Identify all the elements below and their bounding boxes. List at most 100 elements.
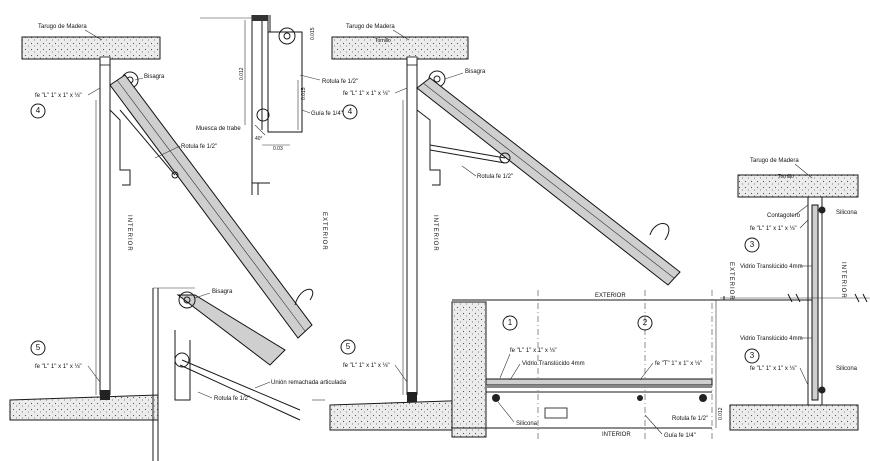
handle-squiggle-mid: [649, 223, 670, 241]
rotula-arm-mid: [429, 149, 506, 164]
frame-profile: [109, 109, 131, 186]
leader-line: [444, 72, 464, 80]
callout-circle: [744, 348, 760, 364]
fe-l-label-plan: fe "L" 1" x 1" x ⅛": [510, 348, 557, 354]
vidrio-label-right-2: Vidrio Translúcido 4mm: [740, 336, 803, 342]
leader-line: [394, 87, 408, 94]
leader-line: [394, 364, 408, 383]
bisagra-label-lower: Bisagra: [212, 289, 233, 295]
leader-line: [197, 391, 213, 399]
angle-line: [254, 124, 266, 136]
callout-circle: [502, 315, 518, 331]
rotula-label-plan: Rotula fe 1/2": [672, 416, 708, 422]
leader-line: [794, 163, 813, 179]
bisagra-label-mid: Bisagra: [465, 69, 486, 75]
callout-circle: [342, 104, 358, 120]
leader-line: [639, 362, 654, 381]
leader-line: [301, 109, 311, 114]
dim-0012b: 0.012: [718, 407, 724, 420]
callout-number: 5: [346, 342, 351, 351]
silicone-bead: [699, 394, 707, 402]
exterior-label-right: EXTERIOR: [728, 262, 734, 301]
leader-line: [254, 381, 271, 389]
leader-line: [644, 414, 663, 435]
lower-bracket: [174, 330, 191, 401]
rotula-pivot: [171, 171, 179, 179]
vidrio-label-plan: Vidrio Translúcido 4mm: [522, 361, 585, 367]
tornillo-label: Tornillo: [375, 38, 391, 44]
leader-line: [509, 363, 521, 381]
silicone-bead: [818, 206, 826, 214]
leader-line: [87, 87, 101, 96]
wood-plug-mid: [406, 56, 418, 66]
lower-hinge-detail: Bisagra Unión remachada articulada Rotul…: [152, 287, 347, 461]
leader-line: [299, 74, 321, 81]
callout-number: 1: [508, 318, 513, 327]
rotula-label: Rotula fe 1/2": [181, 144, 217, 150]
tornillo-label-right: Tornillo: [778, 174, 794, 180]
plan-bracket: [544, 407, 568, 419]
exterior-label: EXTERIOR: [321, 212, 327, 251]
guia-label: Guía fe 1/4": [311, 111, 343, 117]
callout-number: 4: [36, 106, 41, 115]
lower-arm: [181, 359, 301, 411]
rotula-arm-mid: [429, 144, 506, 159]
leader-line: [794, 204, 809, 216]
silicona-label-top: Silicona: [836, 210, 858, 216]
contagotero-label: Contagotero: [767, 213, 801, 219]
lower-hinge-pin: [183, 296, 191, 304]
leader-line: [499, 353, 511, 379]
fe-l-label-mid: fe "L" 1" x 1" x ⅛": [343, 91, 390, 97]
handle-squiggle: [294, 288, 314, 306]
dim-0015b: 0.015: [310, 27, 316, 40]
rotula-pivot-mid: [499, 152, 511, 164]
callout-circle: [30, 103, 46, 119]
frame-profile: [416, 109, 441, 186]
rotula-arm: [119, 109, 176, 176]
sill-plug-left: [100, 390, 110, 400]
silicona-label-bottom: Silicona: [836, 366, 858, 372]
rotula-label-mid: Rotula fe 1/2": [477, 174, 513, 180]
leader-line: [84, 29, 103, 41]
guide-pin: [283, 32, 291, 40]
callout-number: 4: [348, 107, 353, 116]
callout-circle: [340, 339, 356, 355]
lower-arm: [179, 364, 301, 421]
leader-line: [154, 145, 181, 159]
callout-circle: [637, 315, 653, 331]
hinge-pin: [433, 75, 441, 83]
callout-number: 5: [36, 343, 41, 352]
break-symbol: [854, 293, 868, 303]
interior-label: INTERIOR: [126, 215, 132, 252]
callout-number: 3: [750, 240, 755, 249]
fe-l-label: fe "L" 1" x 1" x ⅛": [35, 93, 82, 99]
tarugo-label-right: Tarugo de Madera: [750, 158, 799, 164]
plan-glass: [485, 378, 713, 386]
rotula-label-guide: Rotula fe 1/2": [322, 79, 358, 85]
leader-line: [799, 367, 809, 386]
dim-0015: 0.015: [301, 87, 307, 100]
guide-body: [267, 31, 303, 133]
leader-line: [134, 77, 144, 81]
muesca-label: Muesca de trabe: [196, 126, 241, 132]
tarugo-label-mid: Tarugo de Madera: [346, 24, 395, 30]
fe-l-label-bottom: fe "L" 1" x 1" x ⅛": [35, 364, 82, 370]
glass-right: [811, 204, 819, 401]
plan-wall-left: [451, 301, 487, 438]
angle-label: 40°: [255, 136, 263, 142]
leader-line: [461, 165, 477, 177]
leader-line: [87, 365, 101, 383]
fe-t-label: fe "T" 1" x 1" x ⅛": [655, 361, 702, 367]
silicone-bead: [818, 386, 826, 394]
sash-glass-line: [116, 79, 306, 332]
plan-detail: EXTERIOR INTERIOR 1 2 fe "L" 1" x 1" x ⅛…: [451, 290, 812, 440]
dim-0012: 0.012: [239, 67, 245, 80]
top-slab-right: [737, 174, 859, 198]
middle-detail: Rotula fe 1/2" INTERIOR Tarugo de Madera…: [312, 24, 681, 431]
muesca-circle: [256, 108, 270, 122]
interior-label-right: INTERIOR: [840, 262, 846, 299]
guide-detail: 40° 0.012 0.015 0.015 0.03 Rotula fe 1/2…: [200, 15, 358, 251]
top-slab-mid: [331, 36, 469, 60]
leader-line: [497, 401, 515, 423]
